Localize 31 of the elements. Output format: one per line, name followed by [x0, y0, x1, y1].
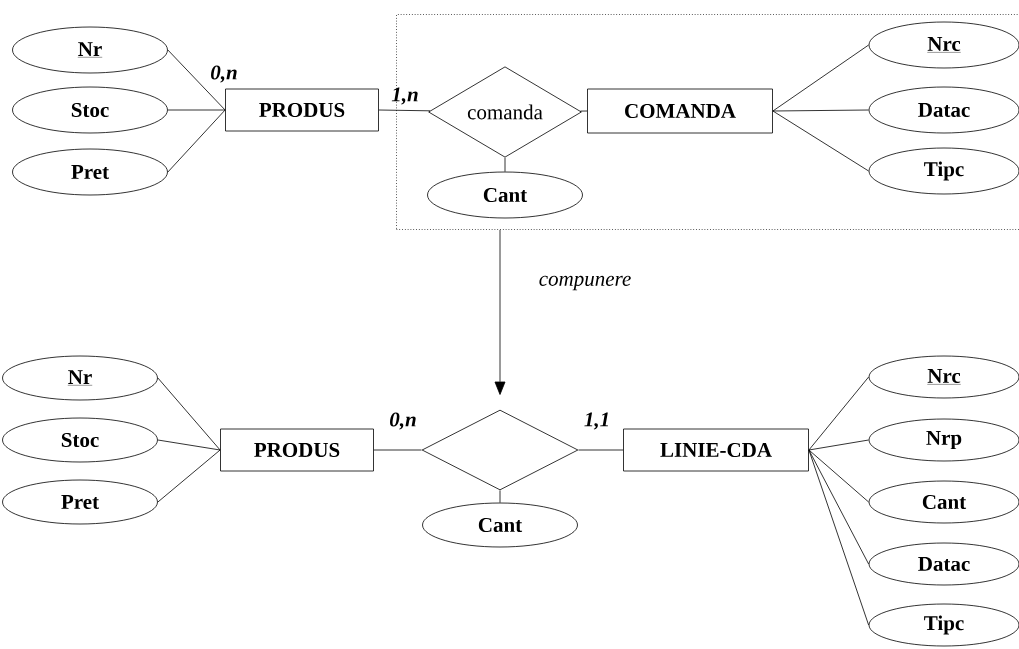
connector-line — [373, 449, 422, 451]
connector-line — [808, 376, 869, 451]
cardinality-label: 0,n — [211, 65, 237, 83]
entity-box: COMANDA — [587, 88, 773, 134]
entity-box: PRODUS — [225, 88, 379, 132]
entity-box: LINIE-CDA — [623, 428, 809, 472]
connector-line — [167, 109, 226, 173]
connector-line — [772, 110, 869, 172]
connector-line — [578, 449, 624, 451]
connector-line — [499, 490, 501, 503]
cardinality-label: 1,n — [391, 87, 418, 105]
connector-line — [157, 377, 221, 451]
relationship-diamond — [421, 409, 579, 491]
connector-line — [808, 449, 869, 626]
connector-line — [579, 110, 588, 112]
cardinality-label: 1,1 — [584, 412, 608, 430]
cardinality-label: 0,n — [390, 412, 416, 430]
connector-line — [808, 449, 869, 503]
entity-box: PRODUS — [220, 428, 374, 472]
connector-line — [808, 439, 869, 451]
connector-line — [378, 109, 431, 112]
connector-line — [808, 449, 869, 565]
connector-line — [157, 449, 221, 503]
connector-line — [772, 44, 869, 112]
connector-line — [504, 157, 506, 172]
arrow — [494, 229, 506, 395]
connector-line — [772, 109, 869, 112]
edge-label: compunere — [539, 275, 631, 291]
connector-line — [167, 49, 226, 111]
connector-line — [157, 439, 221, 451]
connector-line — [167, 109, 226, 111]
